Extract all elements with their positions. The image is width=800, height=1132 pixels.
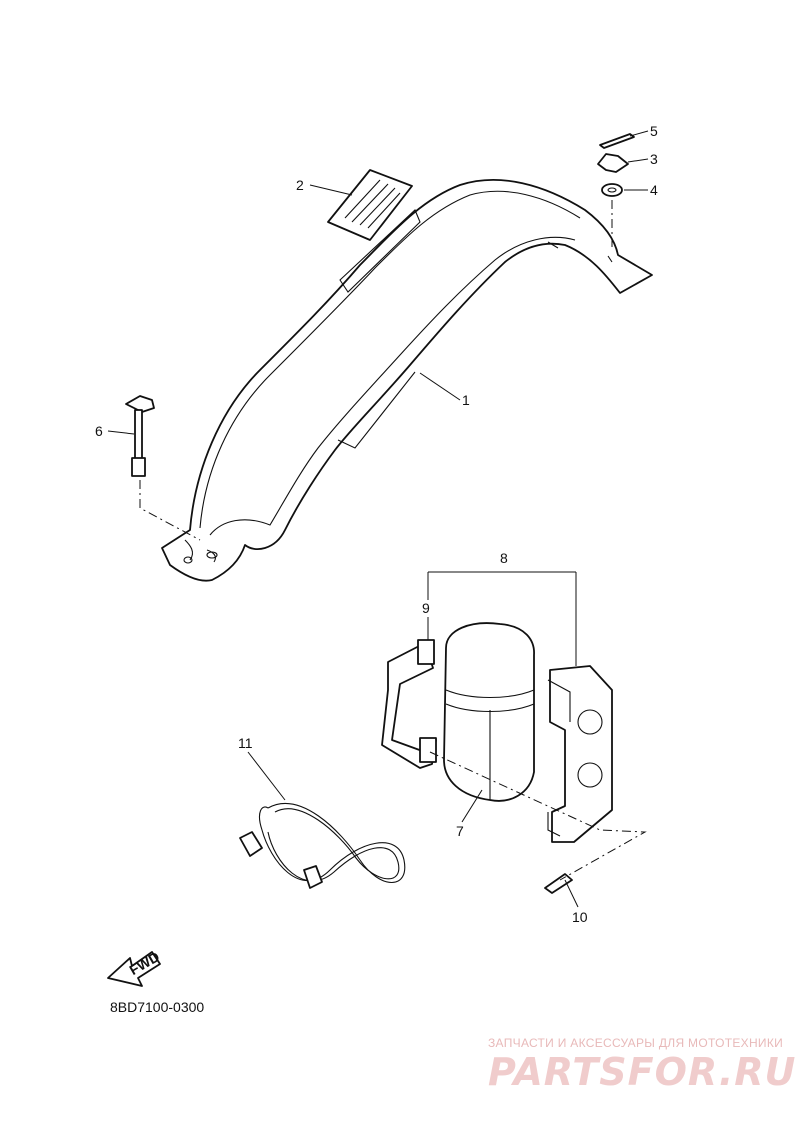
callout-7: 7 <box>456 823 464 839</box>
fwd-arrow: FWD <box>107 948 162 987</box>
label-plate-part <box>327 169 413 241</box>
watermark-tagline: ЗАПЧАСТИ И АКСЕССУАРЫ ДЛЯ МОТОТЕХНИКИ <box>488 1036 784 1050</box>
strap-part <box>381 639 437 769</box>
diagram-code: 8BD7100-0300 <box>110 999 205 1015</box>
leader-lines <box>107 130 649 908</box>
callout-11: 11 <box>238 735 253 751</box>
cable-part <box>239 802 406 889</box>
fender-part <box>161 179 653 582</box>
callout-2: 2 <box>296 177 304 193</box>
wing-nut-part <box>597 153 629 173</box>
cotter-pin-part <box>599 133 635 149</box>
wing-bolt-part <box>125 395 155 477</box>
bracket-part <box>547 665 613 843</box>
assembly-lines <box>139 200 647 881</box>
callout-labels: 1 2 3 4 5 6 7 8 9 10 11 <box>95 123 658 925</box>
callout-10: 10 <box>572 909 588 925</box>
washer-part <box>601 183 623 197</box>
watermark-logo[interactable]: PARTSFOR.RU <box>488 1050 797 1094</box>
callout-4: 4 <box>650 182 658 198</box>
callout-5: 5 <box>650 123 658 139</box>
callout-6: 6 <box>95 423 103 439</box>
callout-1: 1 <box>462 392 470 408</box>
tool-bag-part <box>443 622 535 802</box>
callout-8: 8 <box>500 550 508 566</box>
callout-9: 9 <box>422 600 430 616</box>
callout-3: 3 <box>650 151 658 167</box>
rivet-part <box>544 873 573 894</box>
